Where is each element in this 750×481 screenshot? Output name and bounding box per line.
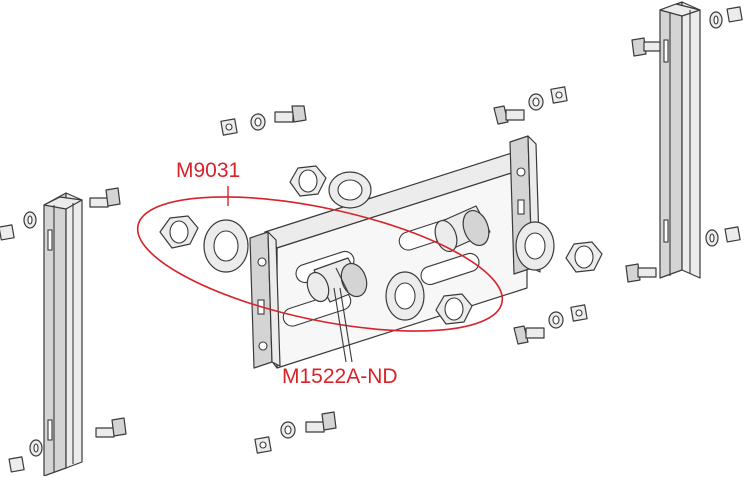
label-m9031: M9031	[176, 159, 241, 182]
fastener-set-left-rail-top	[0, 187, 121, 241]
washer-upper	[328, 171, 372, 209]
left-profile-rail	[43, 192, 83, 477]
center-threaded-spacer	[306, 257, 368, 303]
callout-ellipse	[136, 196, 504, 332]
plate-left-bracket	[249, 231, 281, 369]
hex-nut-far-right	[565, 241, 603, 273]
fastener-set-bottom-right	[513, 304, 588, 345]
hex-nut-left	[159, 215, 199, 249]
callout-leader-m1522a-nd	[333, 287, 347, 363]
label-m1522a-nd: M1522A-ND	[282, 365, 398, 388]
fastener-set-right-rail-top	[631, 6, 743, 57]
fastener-set-left-rail-bottom	[8, 417, 127, 473]
right-profile-rail	[659, 1, 701, 279]
fastener-set-top-left	[220, 105, 307, 136]
washer-left	[203, 219, 249, 273]
fastener-set-top-right	[493, 86, 568, 125]
callout-m1522a-nd	[333, 287, 353, 363]
fastener-set-bottom-center	[254, 411, 337, 454]
washer-right	[515, 221, 555, 271]
callout-m9031	[136, 186, 504, 332]
hex-nut-right	[435, 293, 473, 325]
fastener-set-right-rail-bottom	[625, 226, 741, 283]
hex-nut-upper	[289, 165, 327, 197]
washer-center-right	[385, 271, 425, 321]
